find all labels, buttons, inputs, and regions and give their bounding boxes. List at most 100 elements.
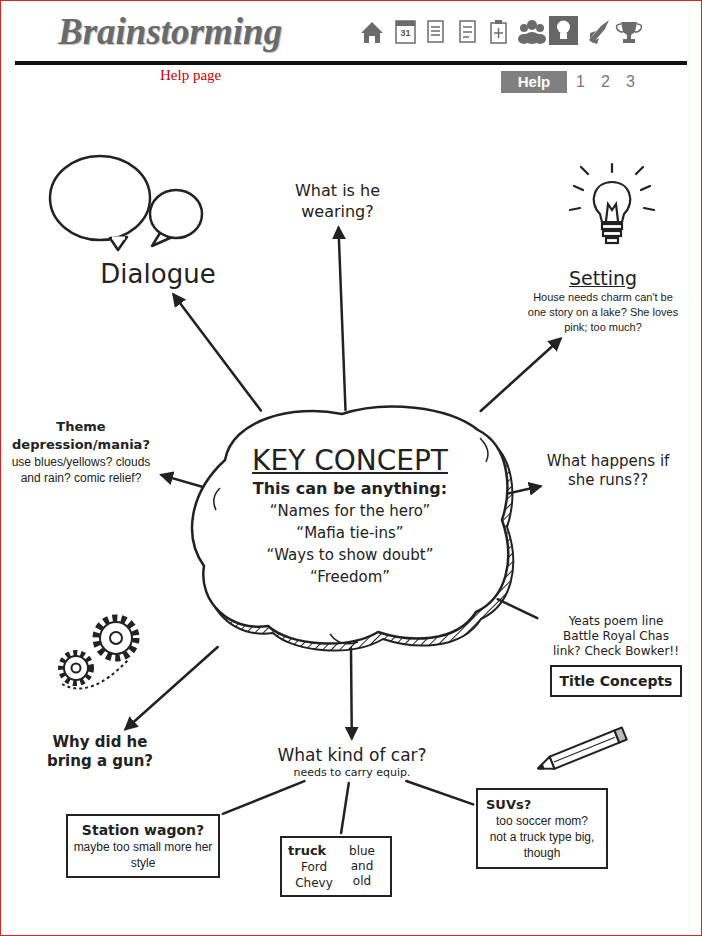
lightbulb-drawing — [606, 238, 618, 243]
concept-example: “Ways to show doubt” — [180, 544, 520, 566]
note-text: Yeats poem line Battle Royal Chas link? … — [540, 614, 692, 659]
nav-icons — [361, 16, 642, 45]
title-concepts-box: Yeats poem line Battle Royal Chas link? … — [540, 614, 692, 697]
checklist-icon — [460, 21, 475, 42]
concept-example: “Names for the hero” — [180, 500, 520, 522]
dialogue-label: Dialogue — [86, 258, 230, 290]
setting-note: SettingHouse needs charm can't be one st… — [527, 266, 679, 335]
pencil-drawing — [550, 731, 620, 769]
people-icon — [520, 24, 528, 32]
lightbulb-drawing — [594, 182, 630, 222]
lightbulb-icon-active — [549, 16, 578, 45]
key-concept-brain: KEY CONCEPTThis can be anything:“Names f… — [180, 398, 520, 660]
help-tab: Help — [501, 71, 567, 93]
clipboard-icon — [491, 20, 506, 43]
lightbulb-drawing — [570, 208, 580, 210]
checklist-icon — [463, 31, 472, 33]
clipboard-icon — [491, 23, 506, 43]
lightbulb-icon-active — [549, 16, 578, 45]
lightbulb-drawing — [611, 164, 613, 172]
document-icon — [431, 34, 440, 36]
gears-drawing — [61, 653, 91, 683]
concept-heading: KEY CONCEPT — [180, 444, 520, 478]
trophy-icon — [617, 24, 624, 32]
calendar-icon — [396, 21, 415, 43]
calendar-icon — [396, 21, 415, 26]
clipboard-icon — [495, 20, 502, 24]
lightbulb-drawing — [603, 231, 621, 236]
page-number: 1 — [576, 72, 585, 92]
trophy-icon — [621, 22, 637, 43]
people-icon — [527, 20, 537, 30]
document-icon — [431, 30, 440, 32]
rocket-icon — [589, 20, 609, 44]
people-icon — [518, 20, 546, 44]
gears-drawing — [110, 632, 122, 644]
connector-arrow — [350, 648, 353, 738]
note-text: blue and old — [340, 844, 384, 889]
rocket-icon — [590, 31, 596, 39]
lightbulb-drawing — [641, 186, 650, 190]
pencil-drawing — [614, 728, 626, 743]
lightbulb-drawing — [581, 167, 588, 174]
lightbulb-drawing — [574, 186, 583, 190]
gears-drawing — [62, 660, 128, 689]
note-text: too soccer mom? not a truck type big, th… — [486, 813, 598, 861]
option-box: Station wagon?maybe too small more her s… — [66, 814, 220, 878]
gears-drawing — [100, 622, 132, 654]
people-icon — [536, 24, 544, 32]
connector-line — [341, 783, 349, 833]
node-heading: Dialogue — [86, 258, 230, 290]
lightbulb-drawing — [570, 164, 654, 243]
page-number: 2 — [601, 72, 610, 92]
lightbulb-icon-active — [560, 33, 567, 39]
concept-example: “Freedom” — [180, 566, 520, 588]
question-text: What happens if she runs?? — [546, 452, 670, 490]
people-icon — [524, 32, 540, 44]
lightbulb-drawing — [606, 204, 618, 221]
lightbulb-icon-active — [557, 21, 570, 34]
calendar-date: 31 — [396, 28, 415, 38]
question-note: Why did he bring a gun? — [35, 733, 165, 771]
note-text: needs to carry equip. — [252, 766, 452, 780]
concept-example: “Mafia tie-ins” — [180, 522, 520, 544]
theme-note: Theme depression/mania?use blues/yellows… — [6, 418, 156, 486]
note-text: maybe too small more her style — [72, 839, 214, 871]
connector-line — [223, 781, 305, 814]
calendar-icon — [396, 21, 415, 43]
question-text: What is he wearing? — [275, 180, 400, 222]
header-rule — [15, 61, 687, 65]
connector-arrow — [162, 475, 202, 487]
home-icon — [361, 22, 383, 43]
speech-bubbles — [152, 233, 170, 246]
connector-arrow — [481, 339, 561, 411]
node-heading: Setting — [527, 266, 679, 290]
connector-arrow — [339, 228, 346, 410]
checklist-icon — [460, 21, 475, 42]
gears-drawing — [96, 618, 136, 658]
question-text: Why did he bring a gun? — [35, 733, 165, 771]
lightbulb-drawing — [602, 224, 622, 229]
speech-bubbles — [112, 237, 125, 240]
question-text: What kind of car? — [252, 744, 452, 766]
lightbulb-drawing — [636, 167, 643, 174]
question-note: What happens if she runs?? — [546, 452, 670, 490]
pencil-drawing — [536, 728, 627, 775]
connector-arrow — [126, 647, 218, 729]
pencil-drawing — [537, 764, 543, 770]
note-text: House needs charm can't be one story on … — [527, 290, 679, 335]
box-heading: Station wagon? — [72, 821, 214, 839]
document-icon — [431, 26, 440, 28]
question-note: What is he wearing? — [275, 180, 400, 222]
app-logo-title: Brainstorming — [58, 10, 282, 54]
checklist-icon — [463, 26, 472, 28]
question-note: What kind of car?needs to carry equip. — [252, 744, 452, 780]
node-heading: Theme depression/mania? — [6, 418, 156, 454]
speech-bubbles — [150, 190, 202, 238]
connector-line — [498, 599, 538, 618]
speech-bubbles — [110, 237, 127, 250]
gears-drawing — [72, 664, 81, 673]
note-text: Ford Chevy — [288, 859, 340, 891]
concept-subheading: This can be anything: — [180, 478, 520, 500]
